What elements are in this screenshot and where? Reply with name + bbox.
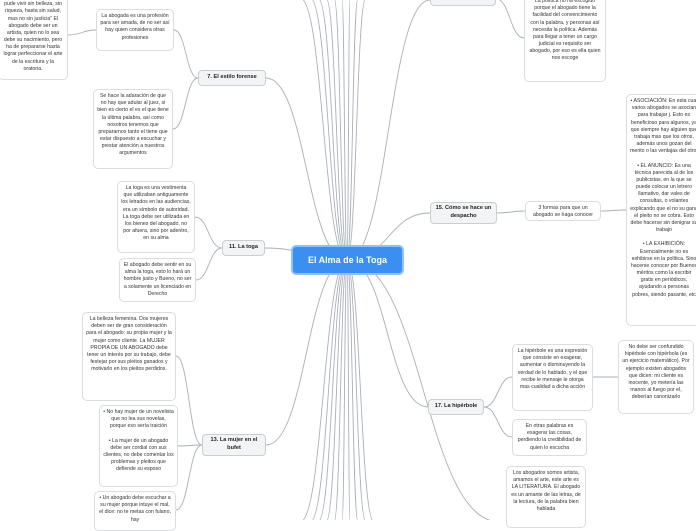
note-11-b: El abogado debe sentir en su alma la tog…	[119, 258, 196, 302]
topic-13-mujer-bufet[interactable]: 13. La mujer en el bufet	[202, 434, 266, 456]
note-17-a: La hipérbole es una expresión que consis…	[512, 344, 593, 411]
connector-line-16	[311, 259, 348, 520]
note-13-c: • Un abogado debe escuchar a su mujer po…	[94, 491, 176, 531]
connector-line-27	[172, 77, 199, 130]
connector-line-21	[346, 259, 351, 520]
connector-line-25	[346, 259, 491, 520]
note-7-b: Se hace la adaración de que no hay que a…	[93, 89, 173, 169]
connector-line-26	[173, 29, 199, 79]
topic-7-estilo-forense[interactable]: 7. El estilo forense	[198, 70, 266, 86]
connector-line-38	[497, 0, 525, 39]
connector-line-15	[302, 259, 348, 520]
connector-line-12	[346, 0, 351, 261]
note-17-far: No debe ser confundido hipérbole con hip…	[618, 340, 694, 414]
note-17-b: En otras palabras es exagerar las cosas,…	[512, 419, 587, 456]
connector-line-33	[496, 210, 526, 214]
connector-line-20	[341, 259, 348, 520]
note-15-far: • ASOCIACIÓN: En esta cual varios abogad…	[626, 94, 696, 326]
topic-11-toga[interactable]: 11. La toga	[222, 240, 265, 256]
connector-line-31	[177, 444, 203, 447]
note-13-b: • No hay mujer de un novelista que no le…	[99, 405, 178, 487]
topic-17-hiperbole[interactable]: 17. La hipérbole	[428, 399, 484, 415]
topic-top-partial[interactable]: palabra	[430, 0, 496, 6]
connector-line-39	[67, 29, 97, 36]
note-7-a: La abogada es una profesión para ser ama…	[96, 9, 174, 51]
connector-line-28	[194, 216, 223, 249]
connector-line-7	[311, 0, 348, 261]
connector-line-30	[175, 355, 203, 446]
note-top-right: La política no ha escogido porque el abo…	[524, 0, 606, 82]
connector-line-6	[302, 0, 348, 261]
central-topic[interactable]: El Alma de la Toga	[291, 245, 404, 275]
note-15: 3 formas para que un abogado se haga con…	[525, 201, 601, 221]
connector-line-29	[195, 247, 223, 281]
connector-line-36	[483, 406, 513, 438]
note-left-top: por quien hace justicia "se pude vivir s…	[0, 0, 68, 80]
topic-15-despacho[interactable]: 15. Cómo se hace un despacho	[430, 202, 497, 224]
connector-line-32	[175, 444, 203, 511]
connector-line-35	[483, 376, 513, 408]
note-11-a: La toga es una vestimenta que utilizaban…	[117, 181, 195, 253]
note-13-a: La belleza femenina. Dos mujeres deben s…	[82, 312, 176, 401]
connector-line-4	[346, 259, 429, 408]
connector-line-11	[341, 0, 348, 261]
connector-line-34	[600, 209, 627, 212]
connector-line-5	[346, 0, 431, 261]
note-bottom-mid: Los abogados somos artista, amamos el ar…	[506, 466, 586, 528]
